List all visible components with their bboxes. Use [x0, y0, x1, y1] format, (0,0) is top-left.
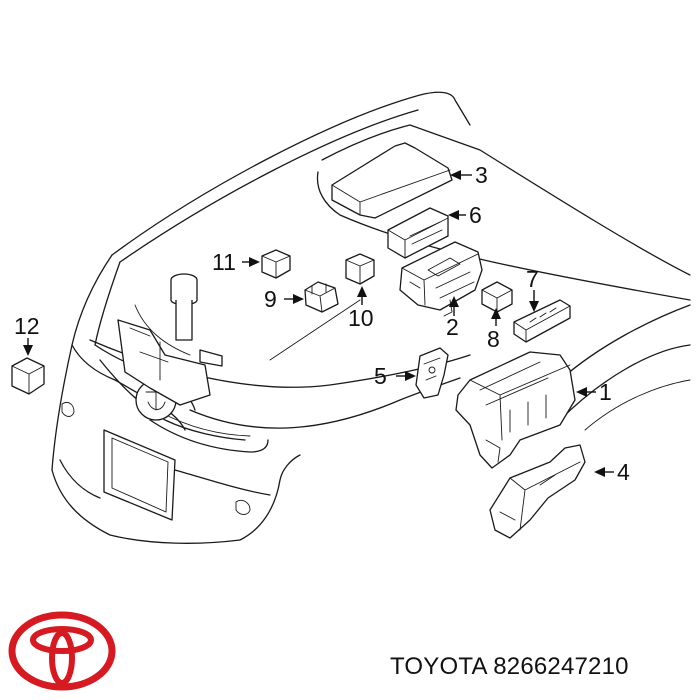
part-1-fuse-box-housing — [455, 351, 576, 469]
part-4-lower-bracket — [489, 444, 586, 539]
washer-reservoir — [117, 273, 223, 406]
callout-11: 11 — [212, 249, 236, 275]
part-6-relay-block — [387, 207, 449, 259]
part-2-junction-block — [399, 241, 483, 317]
callout-6: 6 — [469, 202, 482, 228]
part-caption: TOYOTA 8266247210 — [390, 653, 629, 681]
callout-9: 9 — [264, 286, 277, 312]
part-12-relay — [11, 357, 45, 395]
callout-4: 4 — [617, 459, 630, 485]
callout-12: 12 — [14, 313, 40, 339]
callout-1: 1 — [599, 379, 612, 405]
callout-labels: 3 6 2 8 7 1 4 5 11 9 10 12 — [14, 162, 630, 485]
callout-leaders — [23, 170, 614, 477]
part-11-relay — [261, 249, 291, 279]
part-5-bracket — [415, 347, 449, 399]
part-7-fuse-holder — [513, 299, 571, 343]
part-10-relay — [345, 253, 375, 285]
callout-5: 5 — [374, 363, 387, 389]
callout-2: 2 — [446, 314, 459, 340]
brand-name: TOYOTA — [390, 653, 487, 680]
callout-10: 10 — [348, 305, 374, 331]
part-9-connector — [304, 281, 339, 313]
callout-7: 7 — [526, 266, 539, 292]
callout-8: 8 — [487, 326, 500, 352]
toyota-logo-icon — [8, 611, 116, 691]
part-3-fuse-box-cover — [331, 142, 453, 219]
callout-3: 3 — [475, 162, 488, 188]
part-8-relay — [481, 281, 513, 313]
part-number: 8266247210 — [493, 653, 629, 680]
